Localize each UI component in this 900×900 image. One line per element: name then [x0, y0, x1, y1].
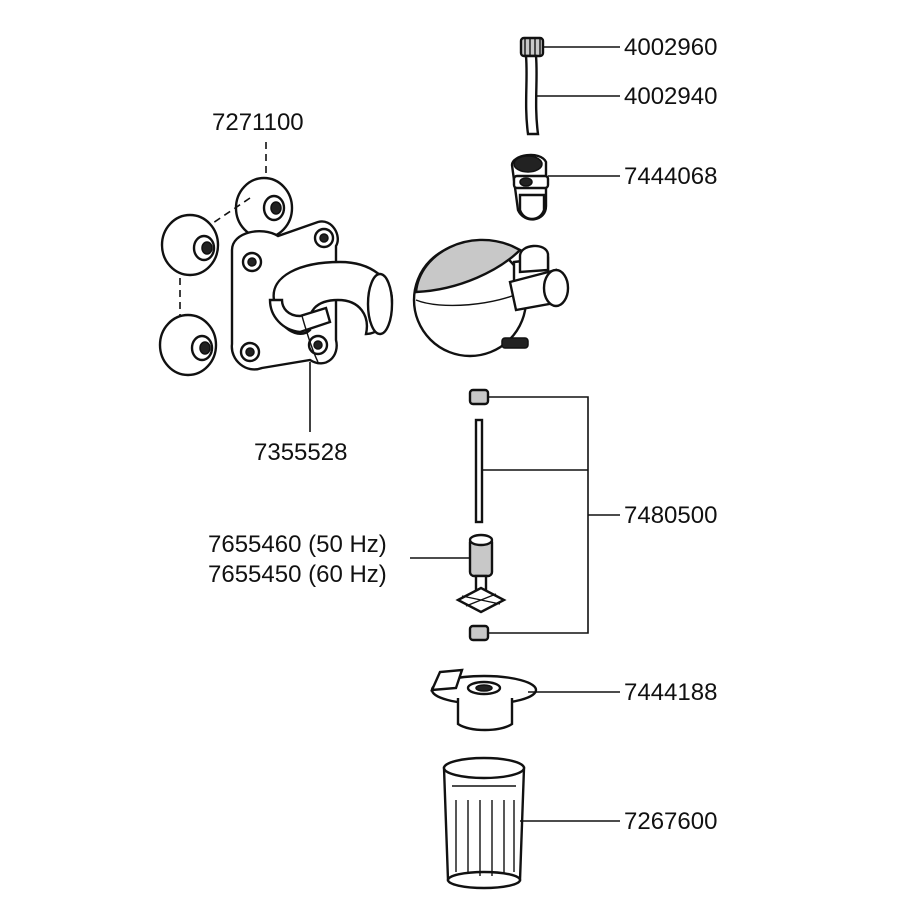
label-7444188: 7444188 — [624, 679, 717, 706]
leader-7480500-bracket — [488, 396, 589, 634]
hose-4002940 — [524, 54, 540, 136]
label-7444068: 7444068 — [624, 163, 717, 190]
suction-cup-left-top — [160, 213, 220, 277]
bushing-bottom — [468, 624, 490, 642]
label-4002960: 4002960 — [624, 34, 717, 61]
bushing-top — [468, 388, 490, 406]
suction-cup-left-bottom — [158, 313, 218, 377]
label-7655460: 7655460 (50 Hz) — [208, 531, 387, 558]
label-7655450: 7655450 (60 Hz) — [208, 561, 387, 588]
label-7271100: 7271100 — [212, 109, 304, 136]
valve-7444068 — [510, 153, 550, 221]
label-7355528: 7355528 — [254, 439, 347, 466]
label-7480500: 7480500 — [624, 502, 717, 529]
label-7267600: 7267600 — [624, 808, 717, 835]
suction-cup-top — [234, 176, 294, 240]
mounting-bracket-7355528 — [230, 220, 394, 371]
filter-cartridge-7267600 — [442, 756, 526, 890]
label-4002940: 4002940 — [624, 83, 717, 110]
pump-housing — [412, 238, 570, 358]
shaft — [474, 418, 484, 524]
impeller-cover-7444188 — [430, 668, 538, 732]
dash-cup-link-a — [209, 197, 251, 226]
hose-connector-4002960 — [519, 36, 545, 58]
impeller-7655460 — [455, 533, 507, 614]
